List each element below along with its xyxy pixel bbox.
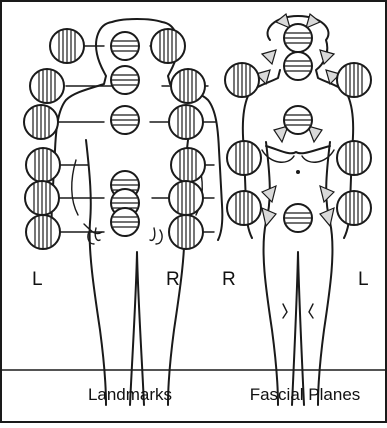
fascial-disk-chest <box>284 106 312 134</box>
landmarks-disk-r4 <box>171 148 205 182</box>
fascial-navel <box>296 170 300 174</box>
landmarks-disk-r5 <box>169 181 203 215</box>
fascial-disk-r1 <box>225 63 259 97</box>
fascial-side-left: R <box>222 269 236 290</box>
landmarks-disk-r6 <box>169 215 203 249</box>
fascial-disk-r2 <box>227 141 261 175</box>
landmarks-disk-r2 <box>171 69 205 103</box>
landmarks-hand-right <box>150 228 162 244</box>
landmarks-disk-l3 <box>24 105 58 139</box>
landmarks-disk-pelvis-lower <box>111 208 139 236</box>
fascial-chest-detail <box>262 150 334 162</box>
fascial-disk-neck <box>284 52 312 80</box>
fascial-side-right: L <box>358 269 369 290</box>
landmarks-disk-r3 <box>169 105 203 139</box>
fascial-disk-head <box>284 24 312 52</box>
landmarks-side-right: R <box>166 269 180 290</box>
landmarks-disk-l2 <box>30 69 64 103</box>
fascial-disk-l2 <box>337 141 371 175</box>
landmarks-disk-l1 <box>50 29 84 63</box>
landmarks-caption: Landmarks <box>88 385 172 404</box>
fascial-figure <box>225 14 371 405</box>
fascial-disk-l3 <box>337 191 371 225</box>
landmarks-arm-left <box>72 160 78 215</box>
landmarks-disk-l6 <box>26 215 60 249</box>
fascial-knee-right <box>309 304 313 318</box>
landmarks-disk-l4 <box>26 148 60 182</box>
fascial-disk-l1 <box>337 63 371 97</box>
landmarks-disk-l5 <box>25 181 59 215</box>
landmarks-figure <box>24 19 222 405</box>
fascial-disk-pelvis <box>284 204 312 232</box>
landmarks-disk-chest <box>111 106 139 134</box>
fascial-knee-left <box>283 304 287 318</box>
landmarks-disk-r1 <box>151 29 185 63</box>
landmarks-side-left: L <box>32 269 43 290</box>
landmarks-disk-head <box>111 32 139 60</box>
landmarks-disk-neck <box>111 66 139 94</box>
fascial-disk-r3 <box>227 191 261 225</box>
fascial-caption: Fascial Planes <box>250 385 361 404</box>
